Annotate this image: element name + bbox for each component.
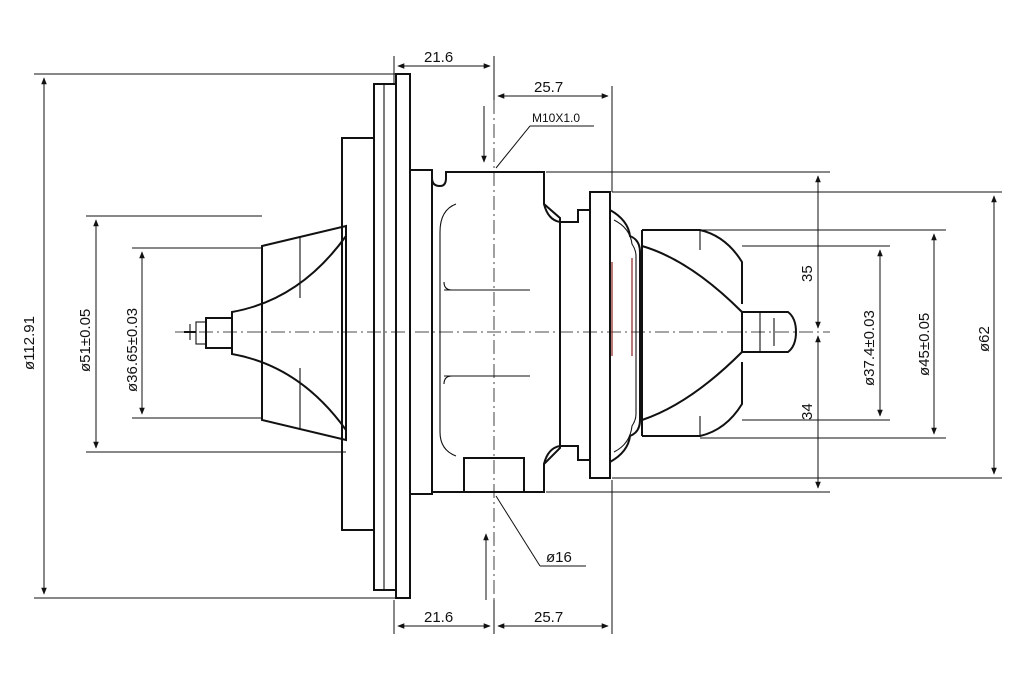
turbine-heat-shield — [589, 191, 641, 479]
dim-top-right: 25.7 — [497, 79, 613, 192]
compressor-inducer-label: ø36.65±0.03 — [124, 308, 141, 392]
dim-thread-callout: M10X1.0 — [481, 106, 594, 169]
turbine-flange-label: ø62 — [976, 326, 993, 352]
lower-height-label: 34 — [799, 403, 816, 420]
compressor-wheel — [184, 224, 347, 442]
dim-turbine-od: ø45±0.05 — [700, 229, 946, 439]
dim-top-left: 21.6 — [393, 49, 495, 100]
top-right-width-label: 25.7 — [534, 79, 563, 96]
dim-heights: 35 34 — [546, 171, 830, 493]
turbine-wheel — [641, 229, 798, 437]
compressor-od-label: ø51±0.05 — [77, 309, 94, 372]
upper-height-label: 35 — [799, 265, 816, 282]
compressor-backplate — [341, 73, 433, 599]
housing-diameter-label: ø112.91 — [21, 316, 38, 370]
dim-turbine-flange: ø62 — [612, 191, 1002, 479]
oil-port-label: ø16 — [546, 549, 572, 566]
dim-compressor-od: ø51±0.05 — [77, 215, 346, 453]
dim-housing-diameter: ø112.91 — [21, 73, 396, 599]
thread-label: M10X1.0 — [532, 111, 580, 125]
dim-oil-port: ø16 — [483, 495, 586, 600]
turbine-inducer-label: ø37.4±0.03 — [861, 310, 878, 386]
dim-turbine-inducer: ø37.4±0.03 — [742, 245, 890, 421]
bottom-right-width-label: 25.7 — [534, 609, 563, 626]
top-left-width-label: 21.6 — [424, 49, 453, 66]
dim-compressor-inducer: ø36.65±0.03 — [124, 247, 262, 419]
bottom-left-width-label: 21.6 — [424, 609, 453, 626]
turbine-od-label: ø45±0.05 — [916, 313, 933, 376]
bearing-housing — [431, 171, 590, 493]
dim-bottom: 21.6 25.7 — [393, 480, 613, 634]
oil-drain-port — [463, 457, 525, 493]
